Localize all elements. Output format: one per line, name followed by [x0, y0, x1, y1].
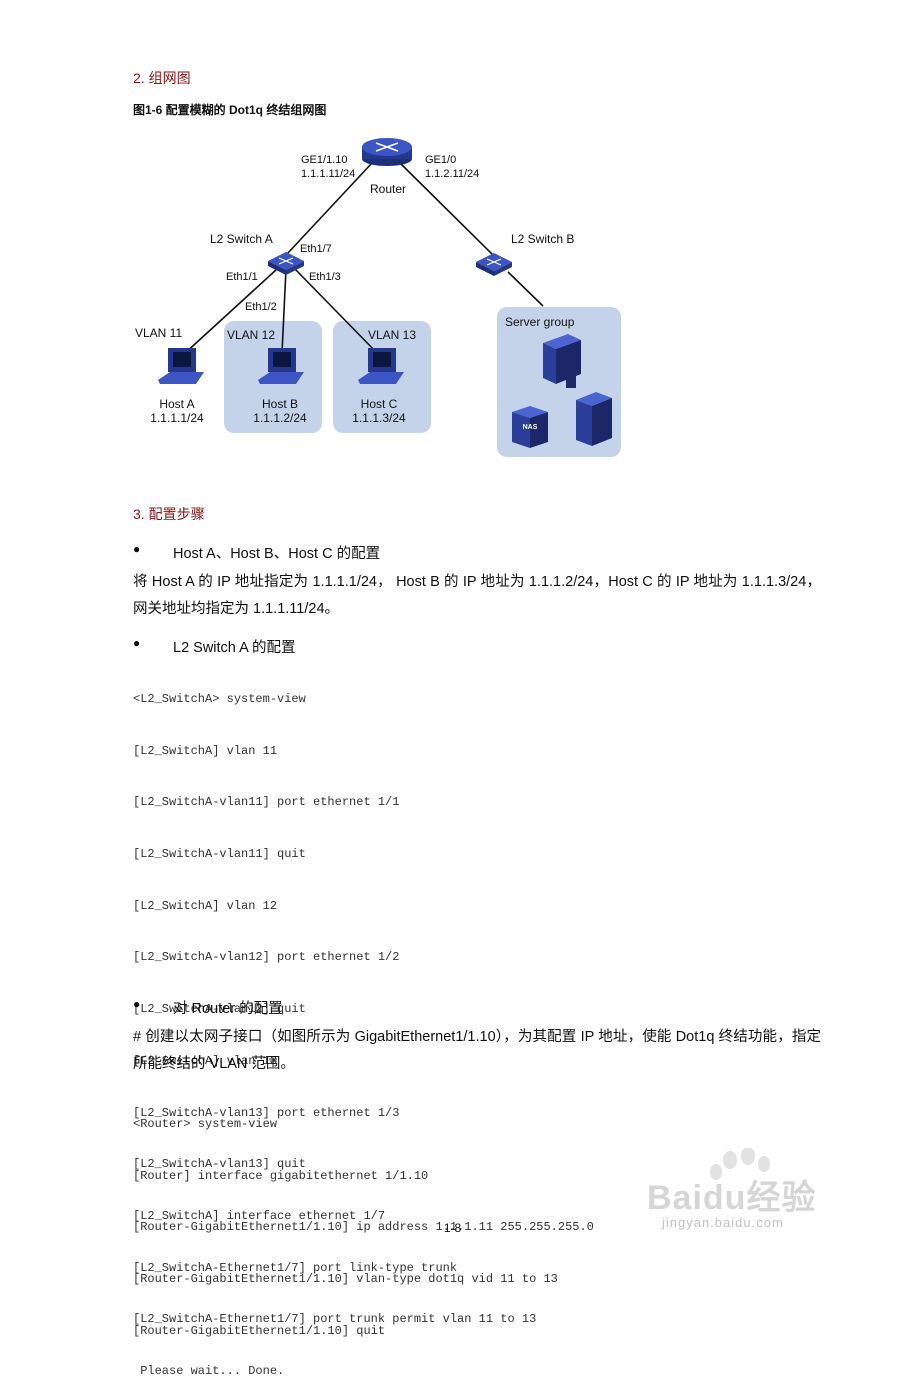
router-right-if: GE1/0	[425, 154, 456, 166]
switch-b-label: L2 Switch B	[511, 232, 574, 246]
port-eth1-3: Eth1/3	[309, 271, 341, 283]
code-line: <L2_SwitchA> system-view	[133, 692, 306, 706]
code-line: [L2_SwitchA-vlan13] port ethernet 1/3	[133, 1105, 400, 1120]
server-group-label: Server group	[505, 315, 575, 329]
vlan-12-label: VLAN 12	[227, 328, 275, 342]
svg-text:ROUTER: ROUTER	[376, 168, 398, 174]
bullet-dot: ●	[133, 997, 141, 1011]
router-left-ip: 1.1.1.11/24	[301, 168, 355, 180]
paragraph-hosts: 将 Host A 的 IP 地址指定为 1.1.1.1/24， Host B 的…	[133, 574, 821, 617]
vlan-13-label: VLAN 13	[368, 328, 416, 342]
router-icon: ROUTER	[362, 138, 412, 174]
switch-b-icon	[476, 253, 512, 276]
port-eth1-2: Eth1/2	[245, 301, 277, 313]
code-line: [L2_SwitchA-vlan12] port ethernet 1/2	[133, 950, 400, 965]
code-line: [L2_SwitchA-vlan11] port ethernet 1/1	[133, 795, 400, 810]
code-line: [Router] interface gigabitethernet 1/1.1…	[133, 1168, 429, 1183]
vlan-11-label: VLAN 11	[135, 326, 182, 340]
code-line: [Router-GigabitEthernet1/1.10] quit	[133, 1323, 386, 1338]
host-a-icon	[158, 348, 204, 384]
host-c-ip: 1.1.1.3/24	[352, 411, 406, 425]
paragraph-router: # 创建以太网子接口（如图所示为 GigabitEthernet1/1.10），…	[133, 1029, 821, 1072]
code-line: [L2_SwitchA-Ethernet1/7] port link-type …	[133, 1260, 458, 1275]
switch-a-icon	[268, 252, 304, 275]
router-label: Router	[370, 182, 406, 196]
svg-text:NAS: NAS	[523, 424, 538, 431]
host-b-name: Host B	[262, 397, 298, 411]
code-line: Please wait... Done.	[133, 1363, 285, 1378]
host-c-name: Host C	[361, 397, 398, 411]
links	[182, 162, 544, 356]
watermark-brand: Baidu经验	[647, 1179, 817, 1217]
rack-server-icon	[576, 392, 612, 446]
section-heading-steps: 3. 配置步骤	[133, 506, 205, 522]
code-line: [L2_SwitchA] vlan 12	[133, 898, 278, 913]
router-right-ip: 1.1.2.11/24	[425, 168, 479, 180]
host-a-name: Host A	[159, 397, 194, 411]
bullet-dot: ●	[133, 636, 141, 650]
section-heading-topology: 2. 组网图	[133, 70, 191, 86]
port-eth1-7: Eth1/7	[300, 243, 332, 255]
figure-caption: 图1-6 配置模糊的 Dot1q 终结组网图	[133, 103, 327, 117]
code-line: [L2_SwitchA-vlan13] quit	[133, 1157, 306, 1172]
port-eth1-1: Eth1/1	[226, 271, 258, 283]
page-number: 1-8	[443, 1221, 462, 1235]
code-line: [L2_SwitchA-vlan12] quit	[133, 1002, 306, 1017]
code-line: [L2_SwitchA] vlan 11	[133, 743, 278, 758]
code-line: [L2_SwitchA] vlan 13	[133, 1053, 278, 1068]
bullet-dot: ●	[133, 542, 141, 556]
host-b-icon	[258, 348, 304, 384]
watermark-url: jingyan.baidu.com	[662, 1215, 784, 1230]
host-b-ip: 1.1.1.2/24	[253, 411, 307, 425]
code-line: [L2_SwitchA-vlan11] quit	[133, 847, 306, 862]
host-a-ip: 1.1.1.1/24	[150, 411, 204, 425]
baidu-paw-icon	[710, 1148, 770, 1180]
nas-server-icon: NAS	[512, 406, 548, 448]
code-line: [Router-GigabitEthernet1/1.10] ip addres…	[133, 1220, 594, 1235]
host-c-icon	[358, 348, 404, 384]
router-left-if: GE1/1.10	[301, 154, 347, 166]
code-line: <Router> system-view	[133, 1117, 278, 1131]
server-tower-icon	[543, 334, 581, 388]
code-line: [L2_SwitchA] interface ethernet 1/7	[133, 1208, 386, 1223]
network-diagram: ROUTER NAS	[135, 138, 621, 457]
switch-a-label: L2 Switch A	[210, 232, 273, 246]
